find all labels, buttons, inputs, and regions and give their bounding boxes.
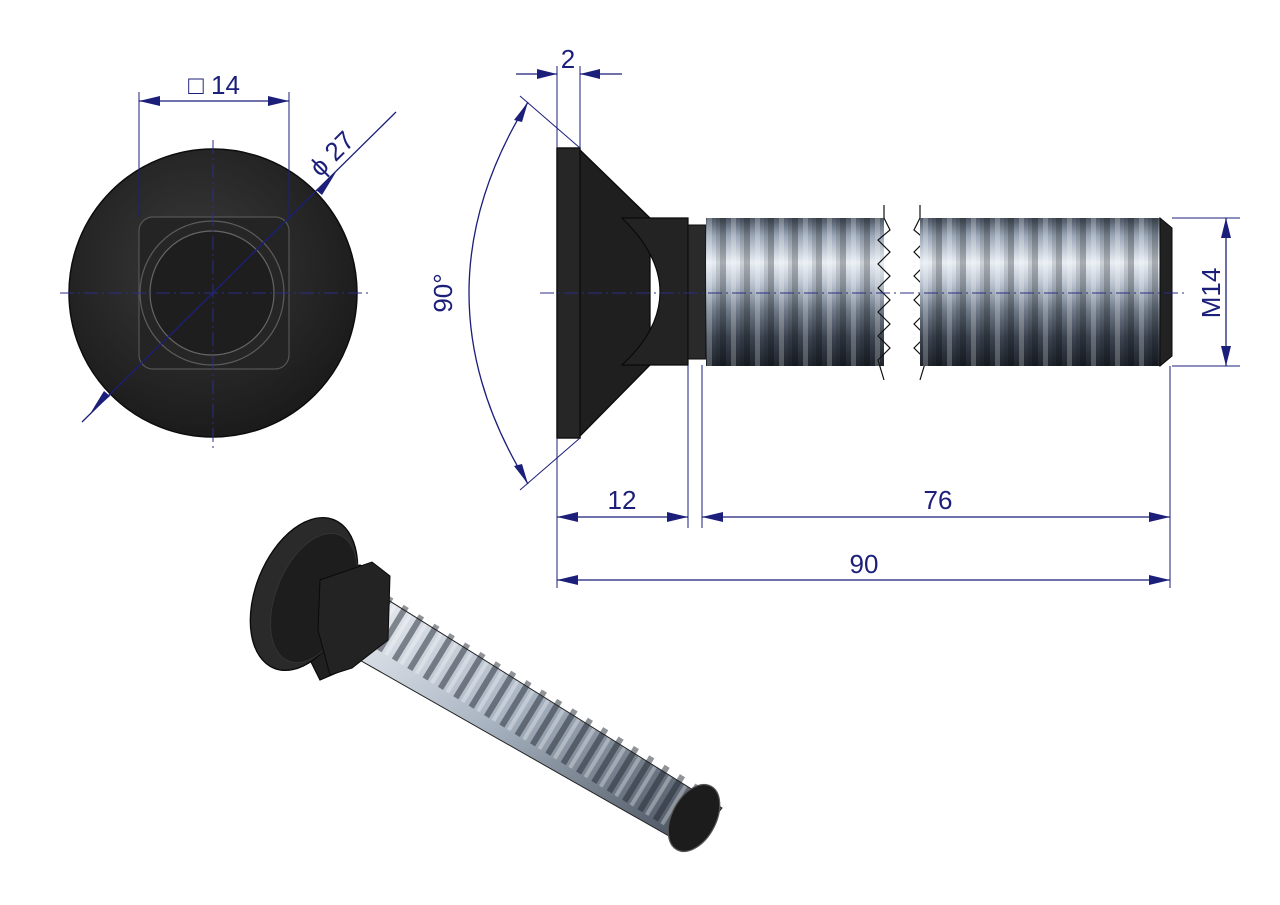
- arrow-icon: [557, 575, 578, 585]
- arrow-icon: [537, 69, 557, 79]
- arrow-icon: [90, 391, 110, 414]
- iso-end-cap: [667, 783, 721, 853]
- arrow-icon: [557, 512, 578, 522]
- arrow-icon: [514, 464, 528, 484]
- arrow-icon: [580, 69, 600, 79]
- isometric-view: [249, 516, 723, 853]
- square-size-label: □ 14: [188, 70, 240, 100]
- iso-thread-ridges: [335, 579, 704, 834]
- angle-arc: [468, 101, 529, 485]
- arrow-icon: [139, 96, 160, 106]
- square-neck-side: [620, 217, 689, 366]
- end-view: □ 14 ϕ 27: [60, 70, 397, 448]
- thread-length-label: 76: [924, 485, 953, 515]
- arrow-icon: [514, 102, 528, 122]
- arrow-icon: [316, 172, 336, 195]
- neck-length-label: 12: [608, 485, 637, 515]
- thread-ridges: [920, 218, 1160, 366]
- dimension-line-diameter: [81, 111, 397, 423]
- arrow-icon: [667, 512, 688, 522]
- break-line: [877, 205, 891, 381]
- angle-label: 90°: [428, 273, 458, 312]
- arrow-icon: [1149, 575, 1170, 585]
- thread-chamfer: [1159, 216, 1173, 368]
- thread-size-label: M14: [1196, 268, 1226, 319]
- side-view: 2 90° M14 12 76 90: [428, 44, 1240, 588]
- arrow-icon: [702, 512, 723, 522]
- angle-extension-line: [519, 95, 581, 149]
- iso-neck-front: [317, 561, 391, 676]
- thread-ridges: [706, 218, 884, 366]
- arrow-icon: [1221, 218, 1231, 238]
- diameter-label: ϕ 27: [303, 125, 360, 182]
- angle-extension-line: [519, 437, 581, 491]
- head-thickness-label: 2: [561, 44, 575, 74]
- arrow-icon: [1149, 512, 1170, 522]
- break-gap: [892, 210, 914, 380]
- neck-collar: [687, 224, 707, 360]
- arrow-icon: [1221, 346, 1231, 366]
- arrow-icon: [268, 96, 289, 106]
- total-length-label: 90: [850, 549, 879, 579]
